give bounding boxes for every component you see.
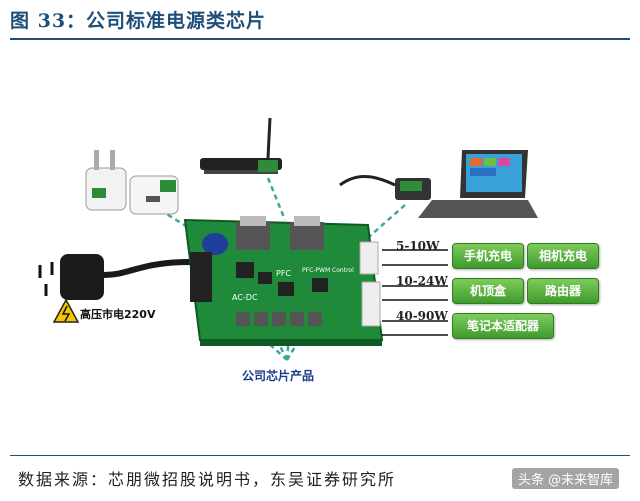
figure-title: 图 33：公司标准电源类芯片 bbox=[10, 10, 267, 32]
pfc-label: PFC bbox=[276, 269, 291, 278]
range-label-1: 5-10W bbox=[396, 239, 440, 253]
acdc-label: AC-DC bbox=[232, 293, 258, 302]
figure-source: 数据来源：芯朋微招股说明书，东吴证券研究所 bbox=[18, 470, 397, 489]
set-top-box-icon bbox=[200, 117, 282, 174]
source-rule bbox=[10, 455, 630, 456]
power-plug-icon bbox=[38, 254, 191, 300]
product-camera-charging: 相机充电 bbox=[527, 243, 599, 269]
wall-charger-icon bbox=[85, 150, 127, 211]
pcb-board: PFC AC-DC PFC-PWM Control bbox=[183, 216, 384, 346]
company-chips-label: 公司芯片产品 bbox=[242, 369, 315, 383]
arrow-stb bbox=[266, 177, 287, 221]
product-set-top-box: 机顶盒 bbox=[452, 278, 524, 304]
high-voltage-warning-icon bbox=[52, 298, 80, 323]
laptop-icon bbox=[418, 150, 538, 218]
product-laptop-adapter: 笔记本适配器 bbox=[452, 313, 554, 339]
pwm-label: PFC-PWM Control bbox=[302, 267, 354, 274]
product-phone-charging: 手机充电 bbox=[452, 243, 524, 269]
usb-charger-icon bbox=[129, 175, 179, 215]
laptop-adapter-icon bbox=[339, 175, 431, 200]
title-rule bbox=[10, 38, 630, 40]
mains-voltage-label: 高压市电220V bbox=[80, 308, 156, 321]
product-router: 路由器 bbox=[527, 278, 599, 304]
range-label-3: 40-90W bbox=[396, 309, 448, 323]
watermark: 头条 @未来智库 bbox=[512, 468, 620, 489]
range-label-2: 10-24W bbox=[396, 274, 448, 288]
